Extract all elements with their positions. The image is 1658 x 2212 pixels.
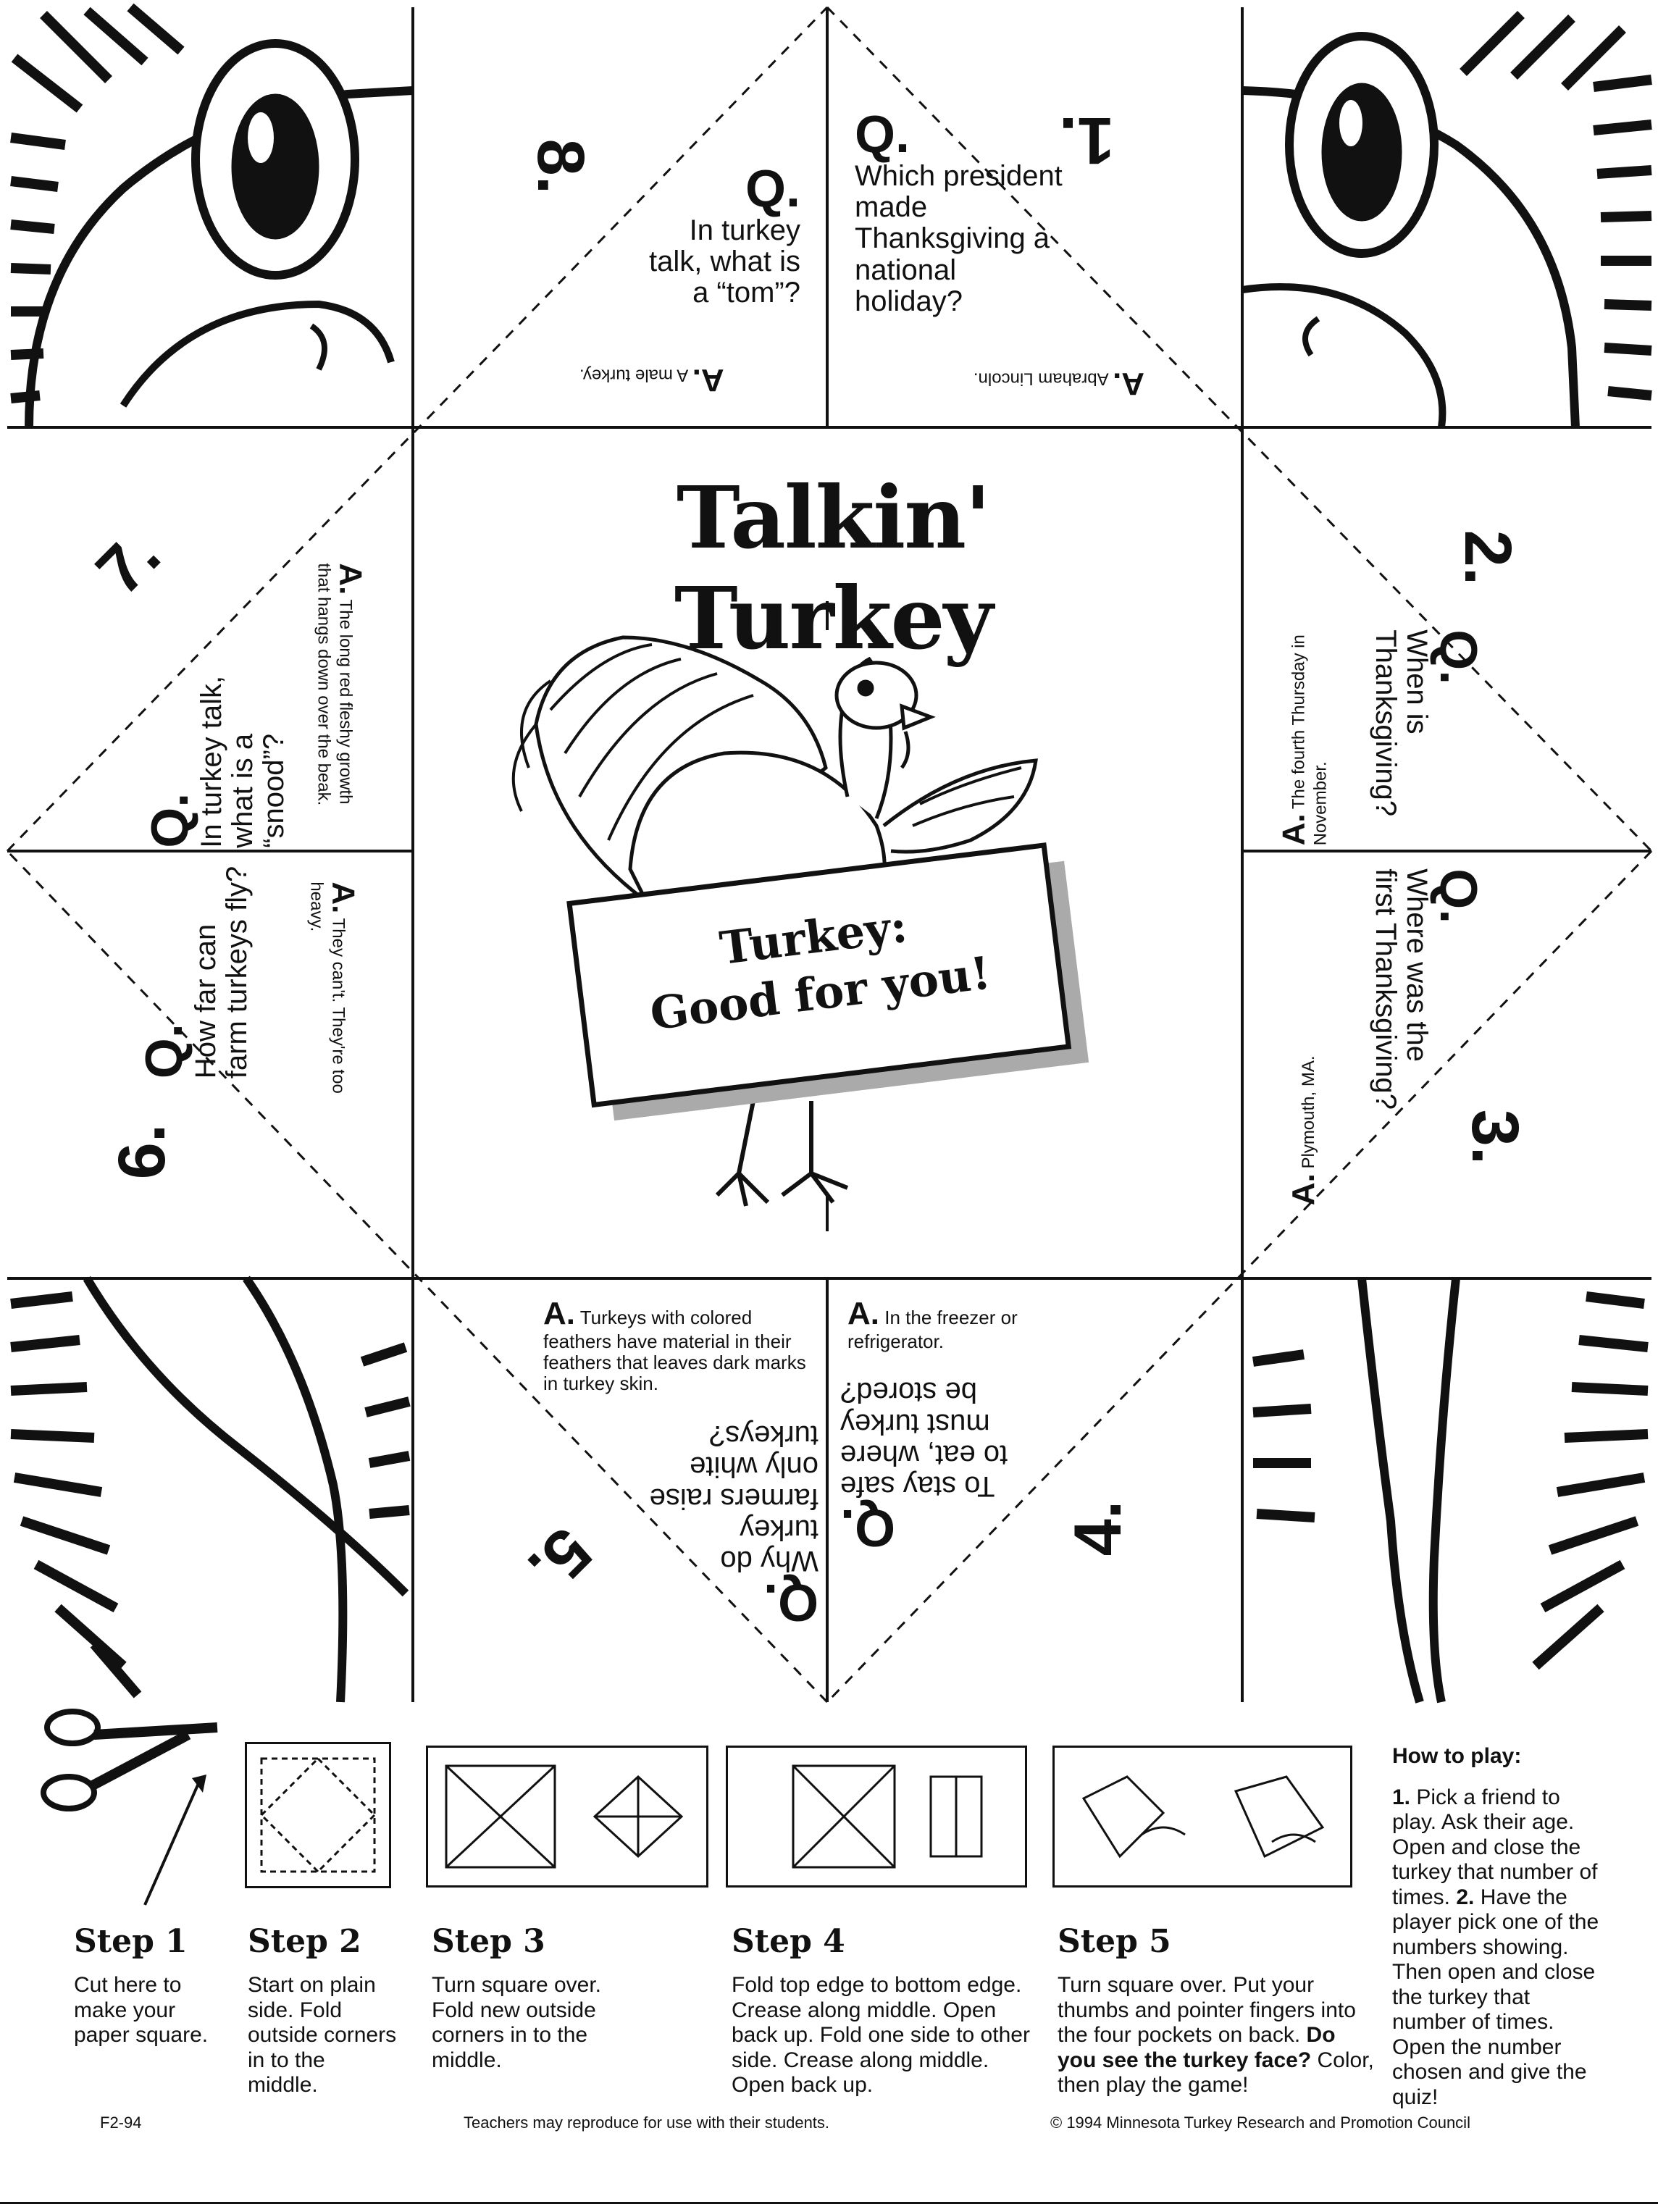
q-label: Q.: [745, 160, 800, 218]
panel-question-5: Q. Why do turkey farmers raise only whit…: [649, 1420, 818, 1631]
arrow-icon: [143, 1775, 206, 1906]
step-2-diagram: [245, 1742, 391, 1888]
panel-question-2: Q. When is Thanksgiving?: [1370, 629, 1488, 817]
panel-answer-7: A. The long red fleshy growth that hangs…: [314, 563, 369, 806]
panel-number-8: 8.: [524, 138, 598, 195]
step-3: Step 3 Turn square over. Fold new outsid…: [432, 1923, 602, 2072]
step-3-diagram: [426, 1746, 708, 1888]
scissors-icon[interactable]: [29, 1698, 232, 1829]
panel-answer-2: A. The fourth Thursday in November.: [1276, 634, 1331, 846]
step-1: Step 1 Cut here to make your paper squar…: [74, 1923, 209, 2047]
footer-reproduce: Teachers may reproduce for use with thei…: [464, 2113, 830, 2132]
step-4-diagram: [726, 1746, 1027, 1888]
fortune-teller-grid: [6, 3, 1653, 1704]
panel-question-6: Q. How far can farm turkeys fly?: [135, 866, 253, 1079]
page-title: Talkin' Turkey: [674, 467, 993, 669]
panel-number-2: 2.: [1451, 529, 1525, 586]
footer-code: F2-94: [100, 2113, 142, 2132]
panel-question-4: Q. To stay safe to eat, where must turke…: [840, 1376, 1008, 1557]
panel-answer-5: A. Turkeys with colored feathers have ma…: [543, 1296, 806, 1394]
bottom-rule: [0, 2202, 1658, 2204]
panel-answer-3: A. Plymouth, MA.: [1285, 1055, 1321, 1206]
panel-answer-4: A. In the freezer or refrigerator.: [847, 1296, 1018, 1353]
panel-question-7: Q. In turkey talk, what is a “snood”?: [141, 675, 290, 848]
panel-question-8: Q. In turkey talk, what is a “tom”?: [634, 163, 800, 309]
turkey-face-corner-art: [7, 3, 414, 428]
panel-number-6: 6.: [105, 1123, 179, 1180]
step-5: Step 5 Turn square over. Put your thumbs…: [1058, 1923, 1374, 2097]
footer-copyright: © 1994 Minnesota Turkey Research and Pro…: [1050, 2113, 1470, 2132]
step-2: Step 2 Start on plain side. Fold outside…: [248, 1923, 397, 2097]
panel-number-4: 4.: [1061, 1500, 1135, 1557]
step-5-diagram: [1052, 1746, 1352, 1888]
panel-question-3: Q. Where was the first Thanksgiving?: [1370, 868, 1488, 1110]
panel-answer-1: A. Abraham Lincoln.: [973, 366, 1144, 402]
how-to-play-heading: How to play:: [1392, 1744, 1522, 1768]
panel-answer-6: A. They can't. They're too heavy.: [306, 881, 361, 1094]
step-4: Step 4 Fold top edge to bottom edge. Cre…: [732, 1923, 1030, 2097]
panel-question-1: Q. Which president made Thanksgiving a n…: [855, 106, 1063, 317]
panel-answer-8: A. A male turkey.: [579, 362, 724, 398]
how-to-play: How to play: 1. Pick a friend to play. A…: [1392, 1744, 1609, 2110]
